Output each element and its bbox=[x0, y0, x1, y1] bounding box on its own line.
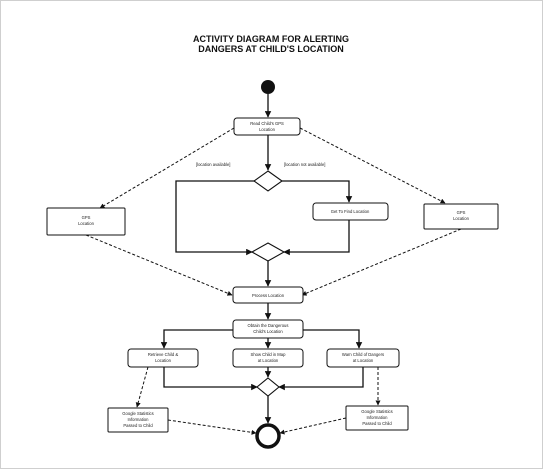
process-location-line-1: Process Location bbox=[252, 293, 285, 298]
merge-location-branches bbox=[250, 242, 286, 262]
edge-obtain-to-warn bbox=[303, 329, 363, 349]
activity-obtain-dangers: Obtain the Dangerous Child's Location bbox=[232, 319, 304, 339]
diagram-title-line-2: DANGERS AT CHILD'S LOCATION bbox=[198, 44, 343, 54]
end-node bbox=[255, 423, 281, 449]
activity-warn-child-dangers: Warn Child of Dangers at Location bbox=[326, 348, 400, 368]
edge-decision-left-branch bbox=[175, 180, 254, 256]
edge-read-to-gps-left bbox=[99, 127, 235, 209]
retrieve-line-2: Location bbox=[155, 358, 172, 363]
activity-get-find-location: Get To Find Location bbox=[312, 202, 389, 221]
activity-process-location: Process Location bbox=[232, 286, 304, 304]
obtain-dangers-line-1: Obtain the Dangerous bbox=[248, 323, 289, 328]
activity-read-child-gps: Read Child's GPS Location bbox=[233, 117, 301, 136]
edge-gps-right-to-process bbox=[301, 228, 462, 296]
warn-line-1: Warn Child of Dangers bbox=[342, 352, 384, 357]
gps-right-line-2: Location bbox=[453, 216, 470, 221]
decision-location-available bbox=[253, 170, 283, 192]
google-right-line-1: Google Statistics bbox=[361, 409, 392, 414]
object-gps-location-left: GPS Location bbox=[46, 207, 126, 236]
edge-warn-to-join bbox=[278, 367, 364, 391]
guard-location-not-available: [location not available] bbox=[284, 162, 325, 167]
google-left-line-3: Passed to Child bbox=[123, 423, 153, 428]
join-diamond bbox=[256, 377, 280, 397]
obtain-dangers-line-2: Child's Location bbox=[253, 329, 283, 334]
object-gps-location-right: GPS Location bbox=[423, 203, 499, 230]
gps-right-line-1: GPS bbox=[457, 210, 466, 215]
activity-retrieve-child-location: Retrieve Child & Location bbox=[127, 348, 199, 368]
google-right-line-2: Information bbox=[367, 415, 389, 420]
edge-decision-right-branch bbox=[282, 180, 353, 203]
gps-left-line-2: Location bbox=[78, 221, 95, 226]
object-google-statistics-left: Google Statistics Information Passed to … bbox=[107, 407, 169, 433]
edge-obtain-to-retrieve bbox=[160, 329, 233, 349]
edge-read-to-gps-right bbox=[299, 127, 446, 204]
edge-retrieve-to-join bbox=[163, 367, 258, 391]
show-map-line-1: Show Child in Map bbox=[251, 352, 287, 357]
read-gps-line-1: Read Child's GPS bbox=[250, 121, 284, 126]
edge-gps-left-to-process bbox=[85, 234, 233, 296]
read-gps-line-2: Location bbox=[259, 127, 276, 132]
show-map-line-2: at Location bbox=[258, 358, 279, 363]
start-node bbox=[261, 80, 275, 94]
google-right-line-3: Passed to Child bbox=[362, 421, 392, 426]
object-google-statistics-right: Google Statistics Information Passed to … bbox=[345, 405, 409, 431]
edge-google-right-to-end bbox=[279, 417, 347, 435]
edge-google-left-to-end bbox=[167, 419, 257, 435]
retrieve-line-1: Retrieve Child & bbox=[148, 352, 178, 357]
diagram-title-line-1: ACTIVITY DIAGRAM FOR ALERTING bbox=[193, 34, 349, 44]
warn-line-2: at Location bbox=[353, 358, 374, 363]
get-location-line-1: Get To Find Location bbox=[331, 209, 370, 214]
guard-location-available: [location available] bbox=[196, 162, 230, 167]
activity-show-child-map: Show Child in Map at Location bbox=[232, 348, 304, 368]
gps-left-line-1: GPS bbox=[82, 215, 91, 220]
google-left-line-2: Information bbox=[128, 417, 150, 422]
google-left-line-1: Google Statistics bbox=[122, 411, 153, 416]
edge-get-location-to-merge bbox=[283, 220, 350, 256]
edge-retrieve-to-google-left bbox=[135, 366, 149, 408]
